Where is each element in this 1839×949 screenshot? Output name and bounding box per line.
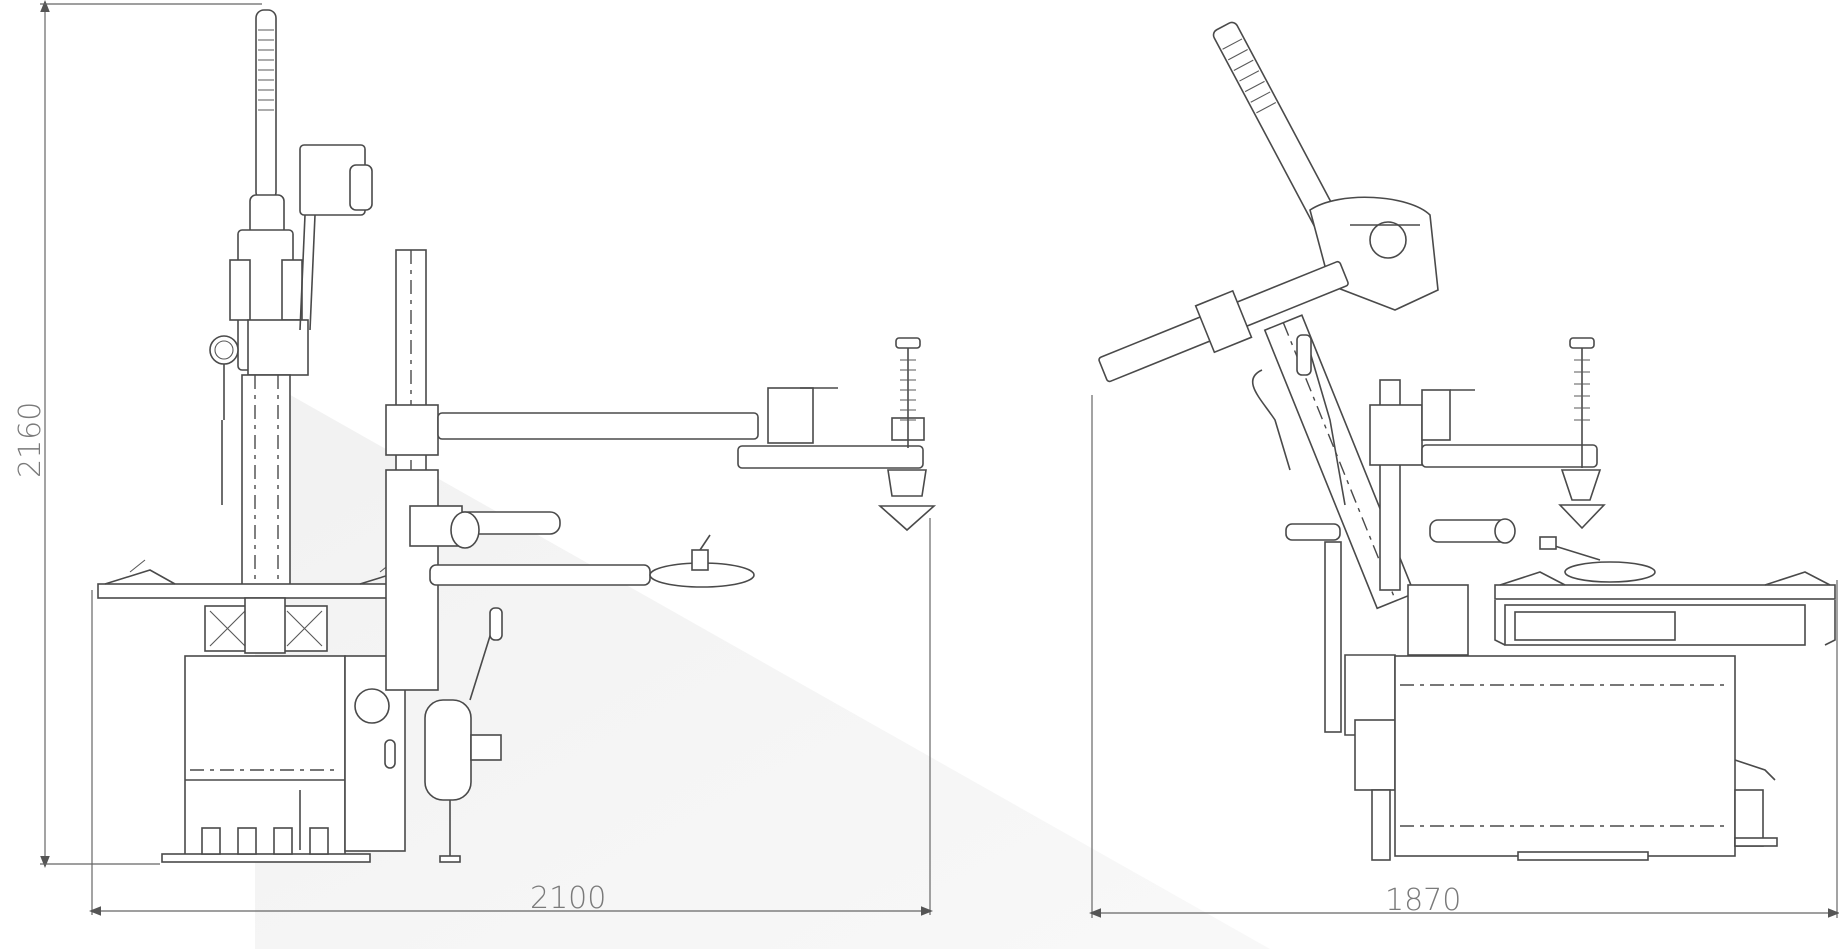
side-view (1098, 21, 1836, 861)
height-dimension-label: 2160 (13, 402, 48, 478)
side-width-dimension: 1870 (1089, 395, 1839, 918)
height-dimension: 2160 (13, 0, 262, 868)
side-width-label: 1870 (1385, 883, 1461, 918)
front-view (97, 9, 937, 863)
front-width-dimension: 2100 (89, 518, 933, 916)
pedals (201, 790, 329, 855)
front-width-label: 2100 (530, 881, 606, 916)
